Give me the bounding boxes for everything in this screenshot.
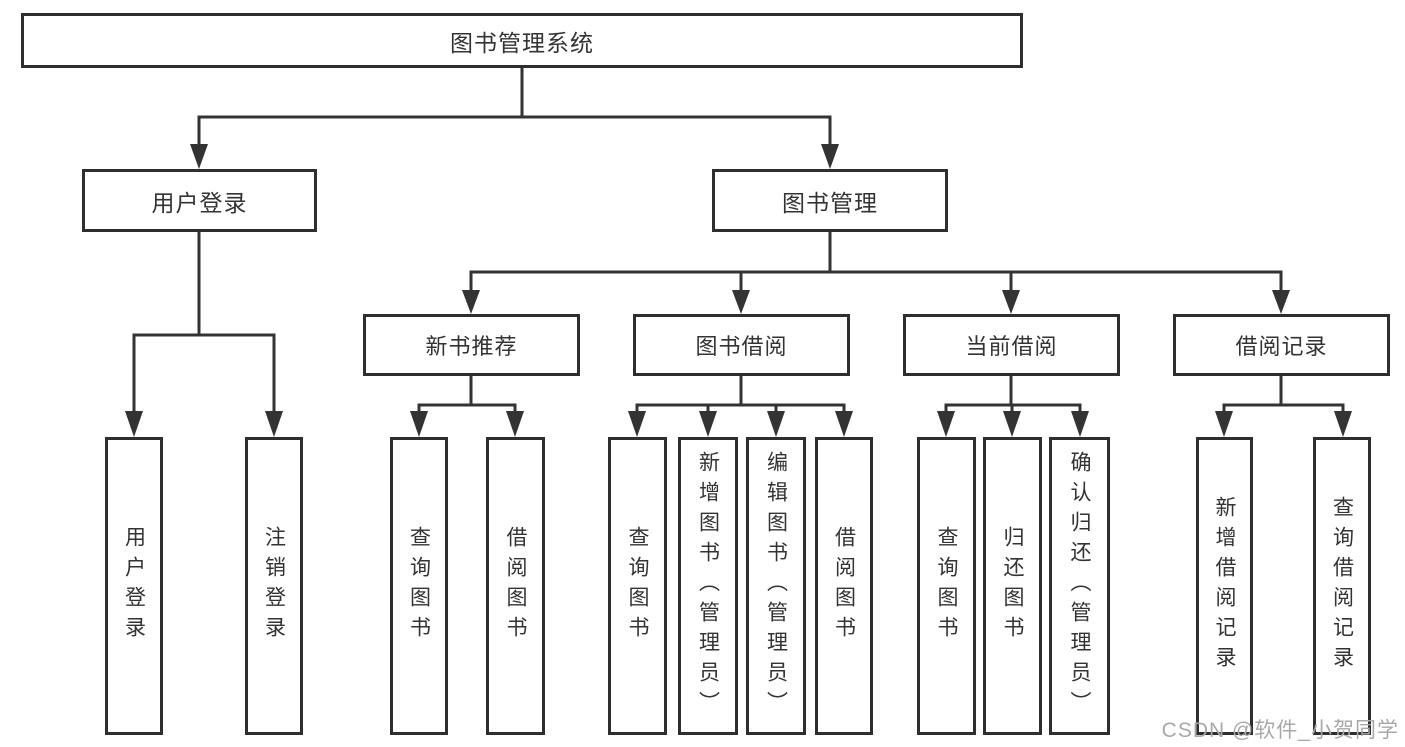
leaf-query-books-2-label: 查询图书: [626, 526, 649, 646]
leaf-query-books-3: 查询图书: [917, 437, 976, 735]
leaf-query-books-1: 查询图书: [390, 437, 448, 735]
leaf-borrow-books-1: 借阅图书: [486, 437, 545, 735]
leaf-add-borrow-record: 新增借阅记录: [1196, 437, 1253, 735]
leaf-query-books-1-label: 查询图书: [407, 526, 431, 646]
leaf-add-borrow-record-label: 新增借阅记录: [1213, 496, 1236, 676]
leaf-logout-label: 注销登录: [262, 526, 286, 646]
management-branch-connectors: [462, 232, 1290, 314]
node-book-borrowing: 图书借阅: [633, 314, 850, 376]
leaf-edit-books-admin: 编辑图书（管理员）: [746, 437, 806, 735]
leaf-return-books-label: 归还图书: [1001, 526, 1024, 646]
node-borrowing-records-label: 借阅记录: [1235, 334, 1328, 359]
leaf-add-books-admin-label: 新增图书（管理员）: [696, 451, 720, 721]
node-user-login-label: 用户登录: [151, 189, 248, 216]
node-new-book-recommendation: 新书推荐: [363, 314, 580, 376]
csdn-watermark: CSDN @软件_小贺同学: [1161, 719, 1399, 742]
leaf-user-login-label: 用户登录: [122, 526, 146, 646]
node-current-borrowing: 当前借阅: [903, 314, 1120, 376]
leaf-query-books-3-label: 查询图书: [935, 526, 958, 646]
node-current-borrowing-label: 当前借阅: [965, 334, 1058, 359]
leaf-query-books-2: 查询图书: [608, 437, 667, 735]
node-book-management: 图书管理: [712, 169, 948, 232]
login-branch-connectors: [125, 232, 283, 437]
node-book-borrowing-label: 图书借阅: [695, 334, 788, 359]
leaf-return-books: 归还图书: [983, 437, 1042, 735]
leaf-add-books-admin: 新增图书（管理员）: [678, 437, 738, 735]
node-book-management-label: 图书管理: [782, 189, 878, 216]
node-new-book-recommendation-label: 新书推荐: [425, 334, 518, 359]
leaf-edit-books-admin-label: 编辑图书（管理员）: [764, 451, 788, 721]
leaf-confirm-return-admin-label: 确认归还（管理员）: [1068, 451, 1091, 721]
root-to-level2-connectors: [190, 68, 839, 169]
leaf-confirm-return-admin: 确认归还（管理员）: [1049, 437, 1110, 735]
leaf-query-borrow-record-label: 查询借阅记录: [1330, 496, 1354, 676]
level3-to-leaf-connectors: [410, 376, 1352, 437]
leaf-logout: 注销登录: [245, 437, 303, 735]
node-root-library-management-system: 图书管理系统: [21, 13, 1023, 68]
leaf-borrow-books-2-label: 借阅图书: [832, 526, 856, 646]
leaf-user-login: 用户登录: [105, 437, 163, 735]
node-user-login: 用户登录: [82, 169, 317, 232]
node-root-label: 图书管理系统: [450, 29, 594, 56]
node-borrowing-records: 借阅记录: [1173, 314, 1390, 376]
leaf-borrow-books-1-label: 借阅图书: [504, 526, 527, 646]
leaf-query-borrow-record: 查询借阅记录: [1313, 437, 1371, 735]
leaf-borrow-books-2: 借阅图书: [815, 437, 873, 735]
